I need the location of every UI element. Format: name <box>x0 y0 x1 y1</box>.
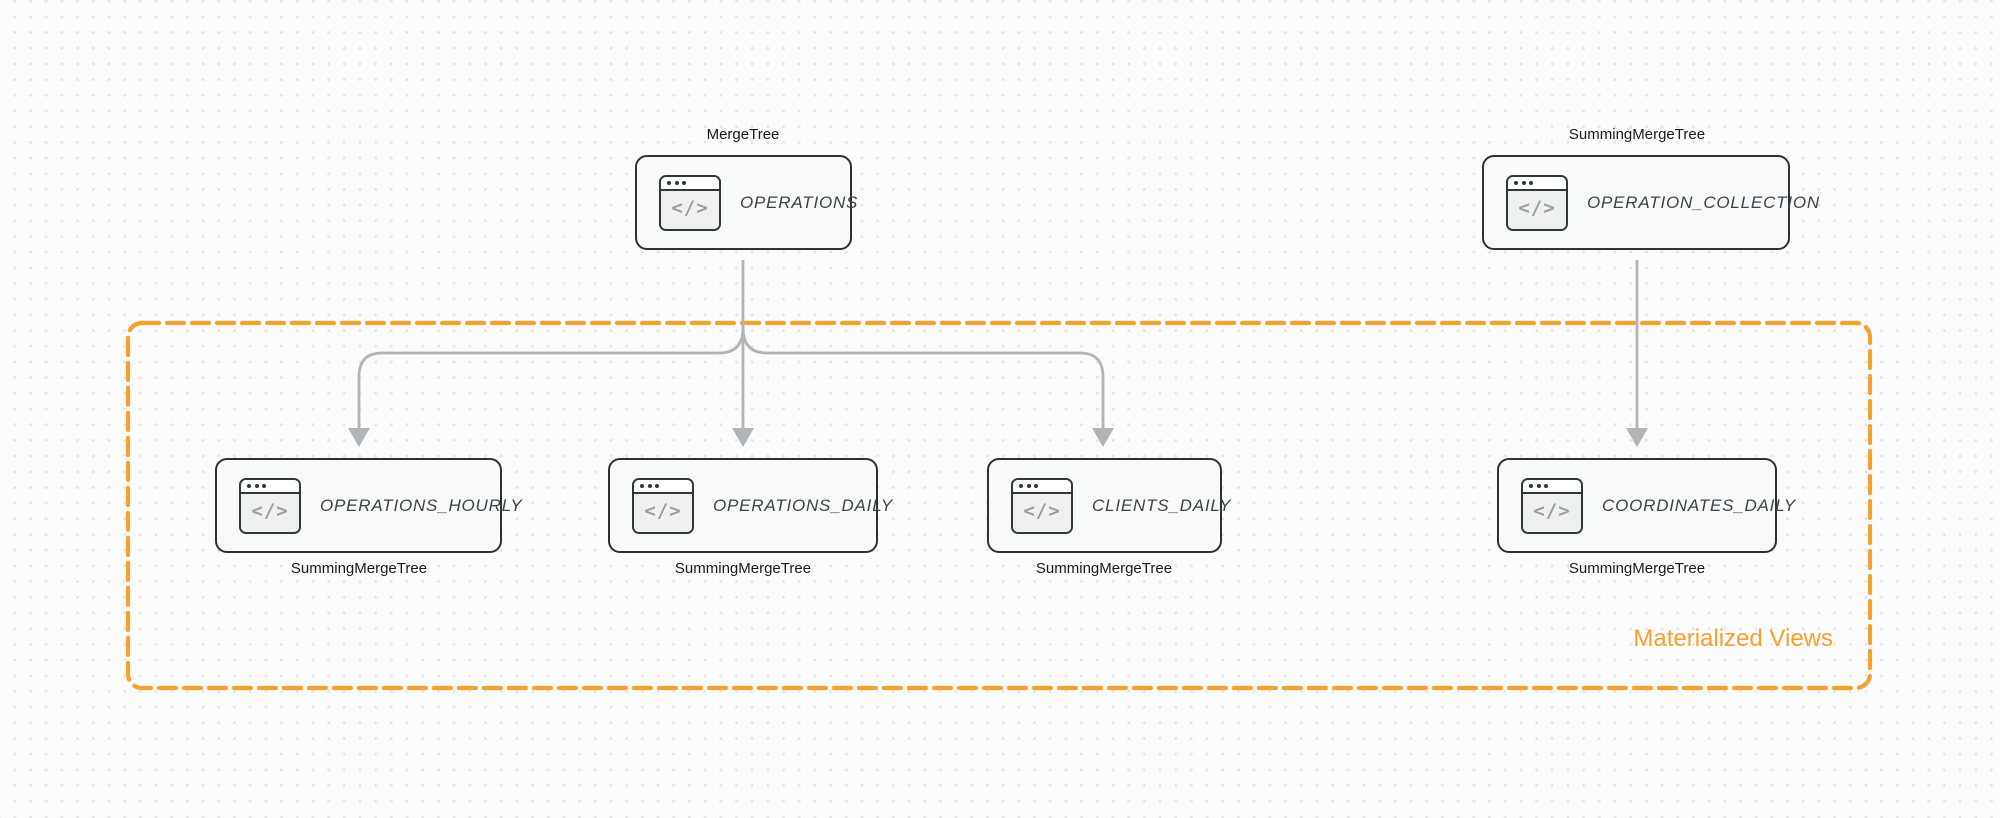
engine-label-clients-daily: SummingMergeTree <box>1035 560 1173 577</box>
edge-operations-to-operations-hourly <box>357 327 745 430</box>
code-glyph: </> <box>1533 499 1571 522</box>
code-window-icon: </> <box>1011 477 1073 534</box>
engine-label-coordinates-daily: SummingMergeTree <box>1568 560 1706 577</box>
code-window-icon: </> <box>632 477 694 534</box>
materialized-views-label: Materialized Views <box>1633 625 1833 652</box>
code-window-icon: </> <box>239 477 301 534</box>
node-title: CLIENTS_DAILY <box>1092 495 1232 515</box>
node-title: OPERATIONS <box>740 192 859 212</box>
node-title: COORDINATES_DAILY <box>1602 495 1797 515</box>
engine-label-operations-hourly: SummingMergeTree <box>290 560 428 577</box>
node-operation-collection[interactable]: </> OPERATION_COLLECTION <box>1482 155 1819 250</box>
code-window-icon: </> <box>1506 174 1568 231</box>
code-glyph: </> <box>251 499 289 522</box>
engine-label-operations: MergeTree <box>706 126 780 143</box>
materialized-views-group-boundary <box>125 320 1873 691</box>
arrowhead-icon <box>1626 428 1648 447</box>
engine-label-operation-collection: SummingMergeTree <box>1568 126 1706 143</box>
arrowhead-icon <box>732 428 754 447</box>
code-glyph: </> <box>1518 196 1556 219</box>
node-title: OPERATIONS_DAILY <box>713 495 894 515</box>
node-coordinates-daily[interactable]: </> COORDINATES_DAILY <box>1497 458 1795 553</box>
node-title: OPERATION_COLLECTION <box>1587 192 1820 212</box>
engine-label-operations-daily: SummingMergeTree <box>674 560 812 577</box>
arrowhead-icon <box>1092 428 1114 447</box>
node-operations-hourly[interactable]: </> OPERATIONS_HOURLY <box>215 458 522 553</box>
node-title: OPERATIONS_HOURLY <box>320 495 523 515</box>
node-operations[interactable]: </> OPERATIONS <box>635 155 857 250</box>
code-window-icon: </> <box>659 174 721 231</box>
code-glyph: </> <box>671 196 709 219</box>
node-clients-daily[interactable]: </> CLIENTS_DAILY <box>987 458 1230 553</box>
code-glyph: </> <box>1023 499 1061 522</box>
arrowhead-icon <box>348 428 370 447</box>
code-glyph: </> <box>644 499 682 522</box>
node-operations-daily[interactable]: </> OPERATIONS_DAILY <box>608 458 892 553</box>
code-window-icon: </> <box>1521 477 1583 534</box>
edge-operations-to-clients-daily <box>741 327 1105 430</box>
